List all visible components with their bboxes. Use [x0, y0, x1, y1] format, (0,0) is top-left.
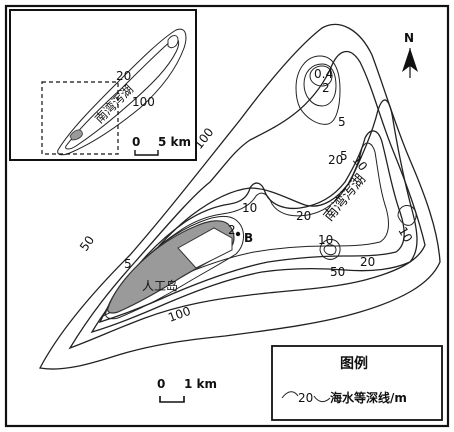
- contour-5-south-loop: [323, 244, 337, 256]
- contour-100: [39, 23, 441, 370]
- inset-map: 20 100 南湾泻湖 0 5 km: [9, 9, 197, 161]
- contour-2-north: [303, 63, 337, 107]
- inset-label-100: 100: [132, 95, 155, 109]
- legend-sample-value: 20: [298, 391, 313, 405]
- inset-label-20: 20: [116, 69, 131, 83]
- north-letter: N: [404, 31, 414, 45]
- legend-frame: [271, 345, 443, 421]
- legend: 图例 20 海水等深线/m: [271, 345, 443, 421]
- inset-dashed-extent: [41, 81, 119, 155]
- label-depth-0_4: 0.4: [314, 67, 333, 81]
- label-depth-2-a: 2: [322, 81, 330, 95]
- inset-scale-zero: 0: [132, 135, 140, 149]
- label-depth-2-b: 2: [228, 223, 236, 237]
- inset-north-hole: [167, 35, 179, 49]
- inset-contour-outer: [57, 28, 187, 156]
- label-depth-5-b: 5: [340, 149, 348, 163]
- point-b-marker: [235, 231, 241, 237]
- label-depth-50-b: 50: [330, 265, 345, 279]
- legend-contour-sample-left: [281, 391, 299, 399]
- main-scale-bar: 0 1 km: [157, 377, 217, 403]
- contour-5-north: [295, 55, 341, 125]
- contour-10-south-loop: [319, 239, 341, 260]
- label-point-b: B: [244, 231, 253, 245]
- label-depth-20-c: 20: [328, 153, 343, 167]
- inset-contour-inner: [65, 38, 180, 150]
- legend-description: 海水等深线/m: [330, 390, 407, 405]
- legend-contour-sample-right: [313, 395, 331, 403]
- north-arrow: N: [402, 31, 418, 78]
- island-name-label: 人工岛: [142, 278, 178, 293]
- label-depth-20-a: 20: [296, 209, 311, 223]
- label-depth-5-a: 5: [338, 115, 346, 129]
- map-frame: [4, 4, 450, 428]
- contour-5: [101, 142, 389, 318]
- legend-title: 图例: [340, 355, 368, 372]
- label-depth-10-d: 10: [318, 233, 333, 247]
- main-scale-value: 1 km: [184, 377, 217, 391]
- label-depth-5-c: 5: [124, 257, 132, 271]
- contour-50: [68, 51, 426, 350]
- main-contours: [39, 23, 441, 370]
- contour-20: [90, 99, 418, 334]
- label-depth-10-c: 10: [395, 225, 415, 245]
- contour-10-east-loop: [397, 205, 417, 226]
- contour-10: [98, 130, 405, 324]
- inset-scale-value: 5 km: [158, 135, 191, 149]
- contour-0_4-north: [309, 65, 333, 87]
- label-depth-10-a: 10: [242, 201, 257, 215]
- island-cutout: [177, 227, 233, 269]
- inset-island: [69, 129, 83, 141]
- main-scale-zero: 0: [157, 377, 165, 391]
- label-depth-20-b: 20: [360, 255, 375, 269]
